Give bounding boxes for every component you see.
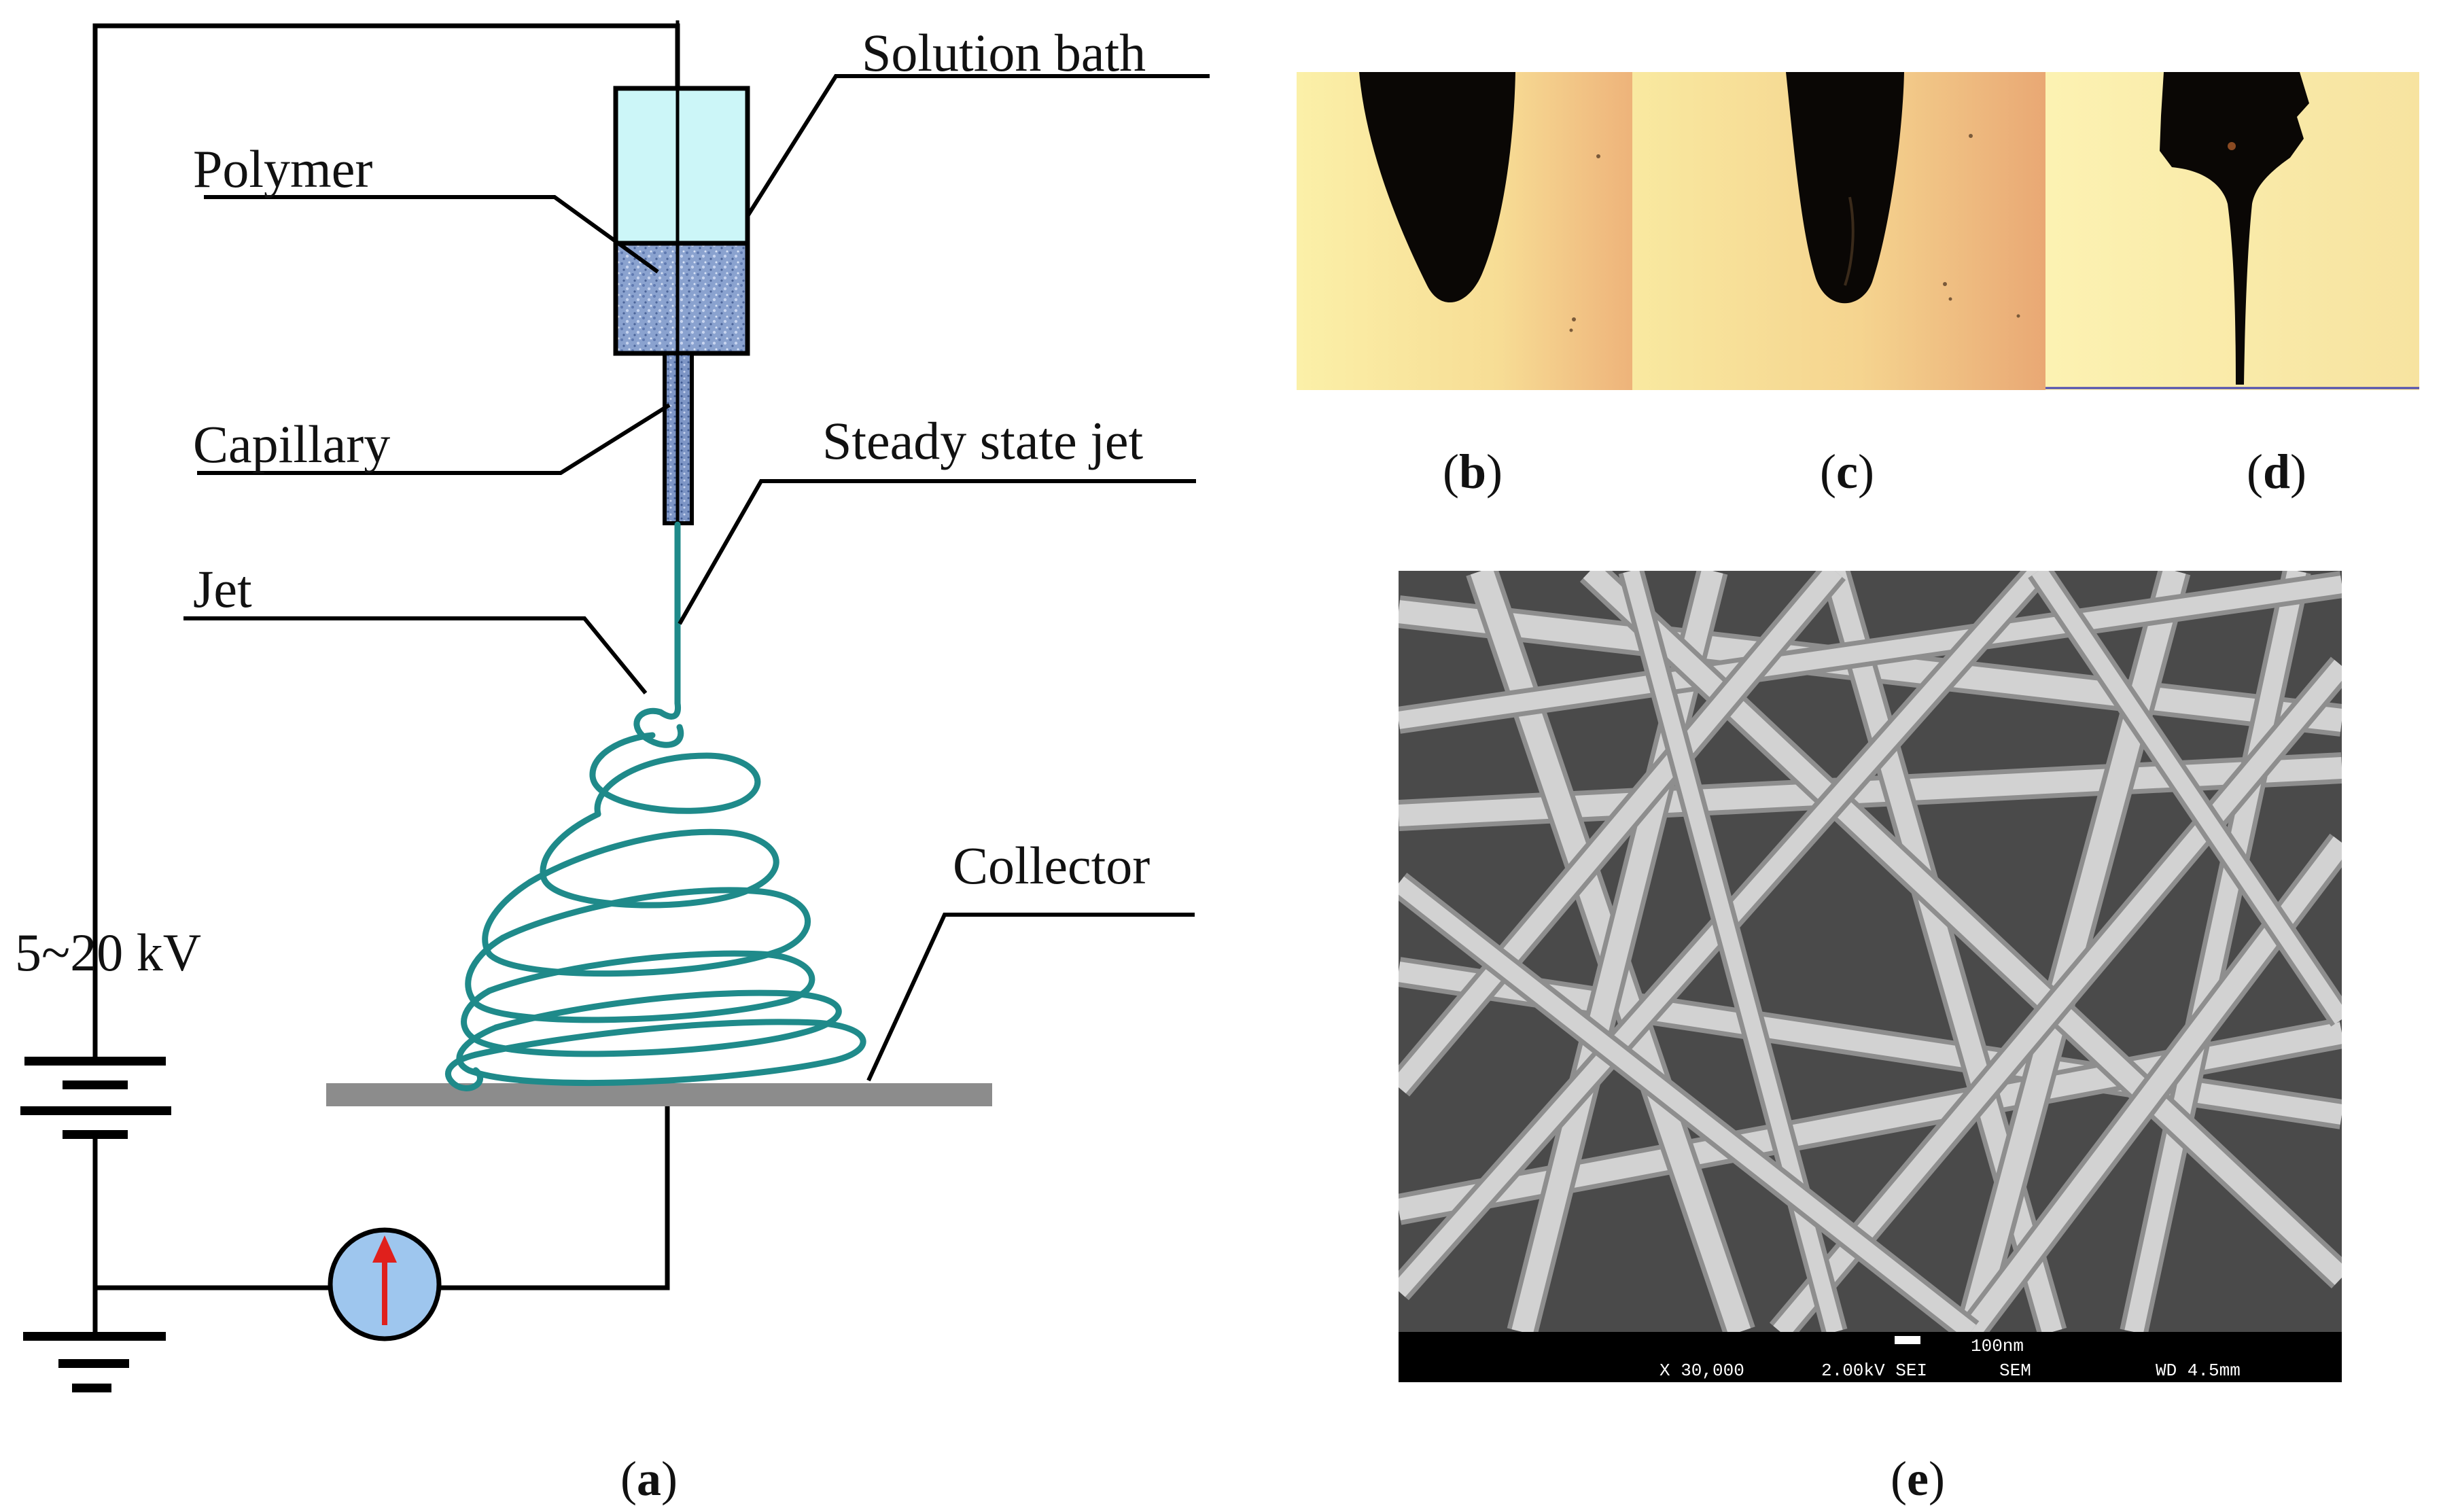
- circuit-wire-bottom: [92, 1142, 329, 1290]
- solution-bath-label: Solution bath: [862, 23, 1146, 82]
- steady-state-jet-label: Steady state jet: [822, 411, 1144, 470]
- syringe-icon: [613, 20, 750, 525]
- schematic-panel: Solution bath Polymer Capillary Steady s…: [15, 20, 1210, 1506]
- panel-c-caption: (c): [1820, 444, 1874, 499]
- panel-e-caption: (e): [1891, 1452, 1945, 1506]
- photo-panel-c: [1632, 72, 2045, 390]
- scale-bar: [1895, 1336, 1920, 1344]
- photo-panel-d: [2045, 72, 2419, 390]
- panel-a-caption: (a): [620, 1452, 678, 1506]
- capillary-label: Capillary: [193, 415, 390, 474]
- sem-scale-label: 100nm: [1971, 1336, 2024, 1356]
- panel-b-caption: (b): [1443, 444, 1503, 499]
- battery-icon: [20, 878, 171, 1148]
- sem-voltage: 2.00kV SEI: [1821, 1360, 1927, 1381]
- sem-image-panel: 100nm X 30,000 2.00kV SEI SEM WD 4.5mm: [1399, 571, 2342, 1382]
- current-meter-icon: [328, 1227, 442, 1341]
- collector-label: Collector: [953, 836, 1150, 895]
- sem-magnification: X 30,000: [1659, 1360, 1744, 1381]
- jet-label: Jet: [193, 559, 252, 618]
- voltage-label: 5~20 kV: [15, 923, 201, 982]
- ground-icon: [23, 1288, 166, 1392]
- circuit-wire-right: [440, 1106, 670, 1290]
- sem-mode: SEM: [1999, 1360, 2031, 1381]
- panel-d-caption: (d): [2247, 444, 2306, 499]
- leader-lines: [183, 74, 1210, 1082]
- polymer-jet: [444, 521, 866, 1091]
- sem-wd: WD 4.5mm: [2156, 1360, 2241, 1381]
- polymer-label: Polymer: [193, 139, 372, 198]
- collector-plate: [326, 1083, 992, 1106]
- photo-panel-b: [1297, 72, 1632, 390]
